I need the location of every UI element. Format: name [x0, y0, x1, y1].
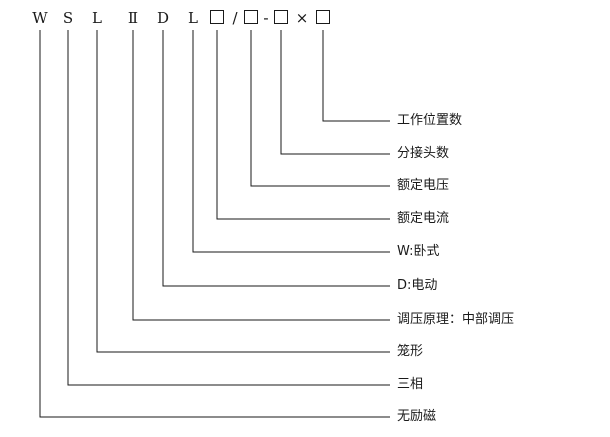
- leader-line-principle: [132, 30, 390, 321]
- box-tap-count: [274, 10, 288, 24]
- code-l-2: L: [188, 9, 198, 27]
- leader-line-no-excitation: [39, 30, 390, 418]
- dash-separator: -: [263, 9, 269, 27]
- leader-line-three-phase: [67, 30, 390, 386]
- code-d: D: [156, 9, 170, 27]
- leader-line-cage: [96, 30, 390, 353]
- times-separator: ×: [295, 9, 309, 27]
- label-horizontal: W:卧式: [397, 244, 440, 259]
- box-rated-current: [210, 10, 224, 24]
- code-roman-ii: Ⅱ: [127, 9, 139, 27]
- box-position-count: [316, 10, 330, 24]
- label-motor: D:电动: [397, 278, 438, 293]
- leader-line-motor: [162, 30, 390, 287]
- slash-separator: /: [232, 9, 238, 27]
- leader-line-tap-count: [280, 30, 390, 155]
- leader-line-rated-current: [216, 30, 390, 220]
- box-rated-voltage: [244, 10, 258, 24]
- label-rated-current: 额定电流: [397, 211, 450, 226]
- model-code: W S L Ⅱ D L / - ×: [0, 8, 610, 30]
- label-no-excitation: 无励磁: [397, 409, 437, 424]
- code-l: L: [92, 9, 102, 27]
- label-rated-voltage: 额定电压: [397, 178, 450, 193]
- label-cage: 笼形: [397, 344, 424, 359]
- code-w: W: [32, 9, 48, 27]
- label-tap-count: 分接头数: [397, 146, 450, 161]
- label-principle: 调压原理：中部调压: [397, 312, 515, 327]
- label-position-count: 工作位置数: [397, 113, 463, 128]
- leader-line-position-count: [322, 30, 390, 122]
- leader-line-rated-voltage: [250, 30, 390, 187]
- label-three-phase: 三相: [397, 377, 424, 392]
- code-s: S: [62, 9, 74, 27]
- leader-line-horizontal: [192, 30, 390, 253]
